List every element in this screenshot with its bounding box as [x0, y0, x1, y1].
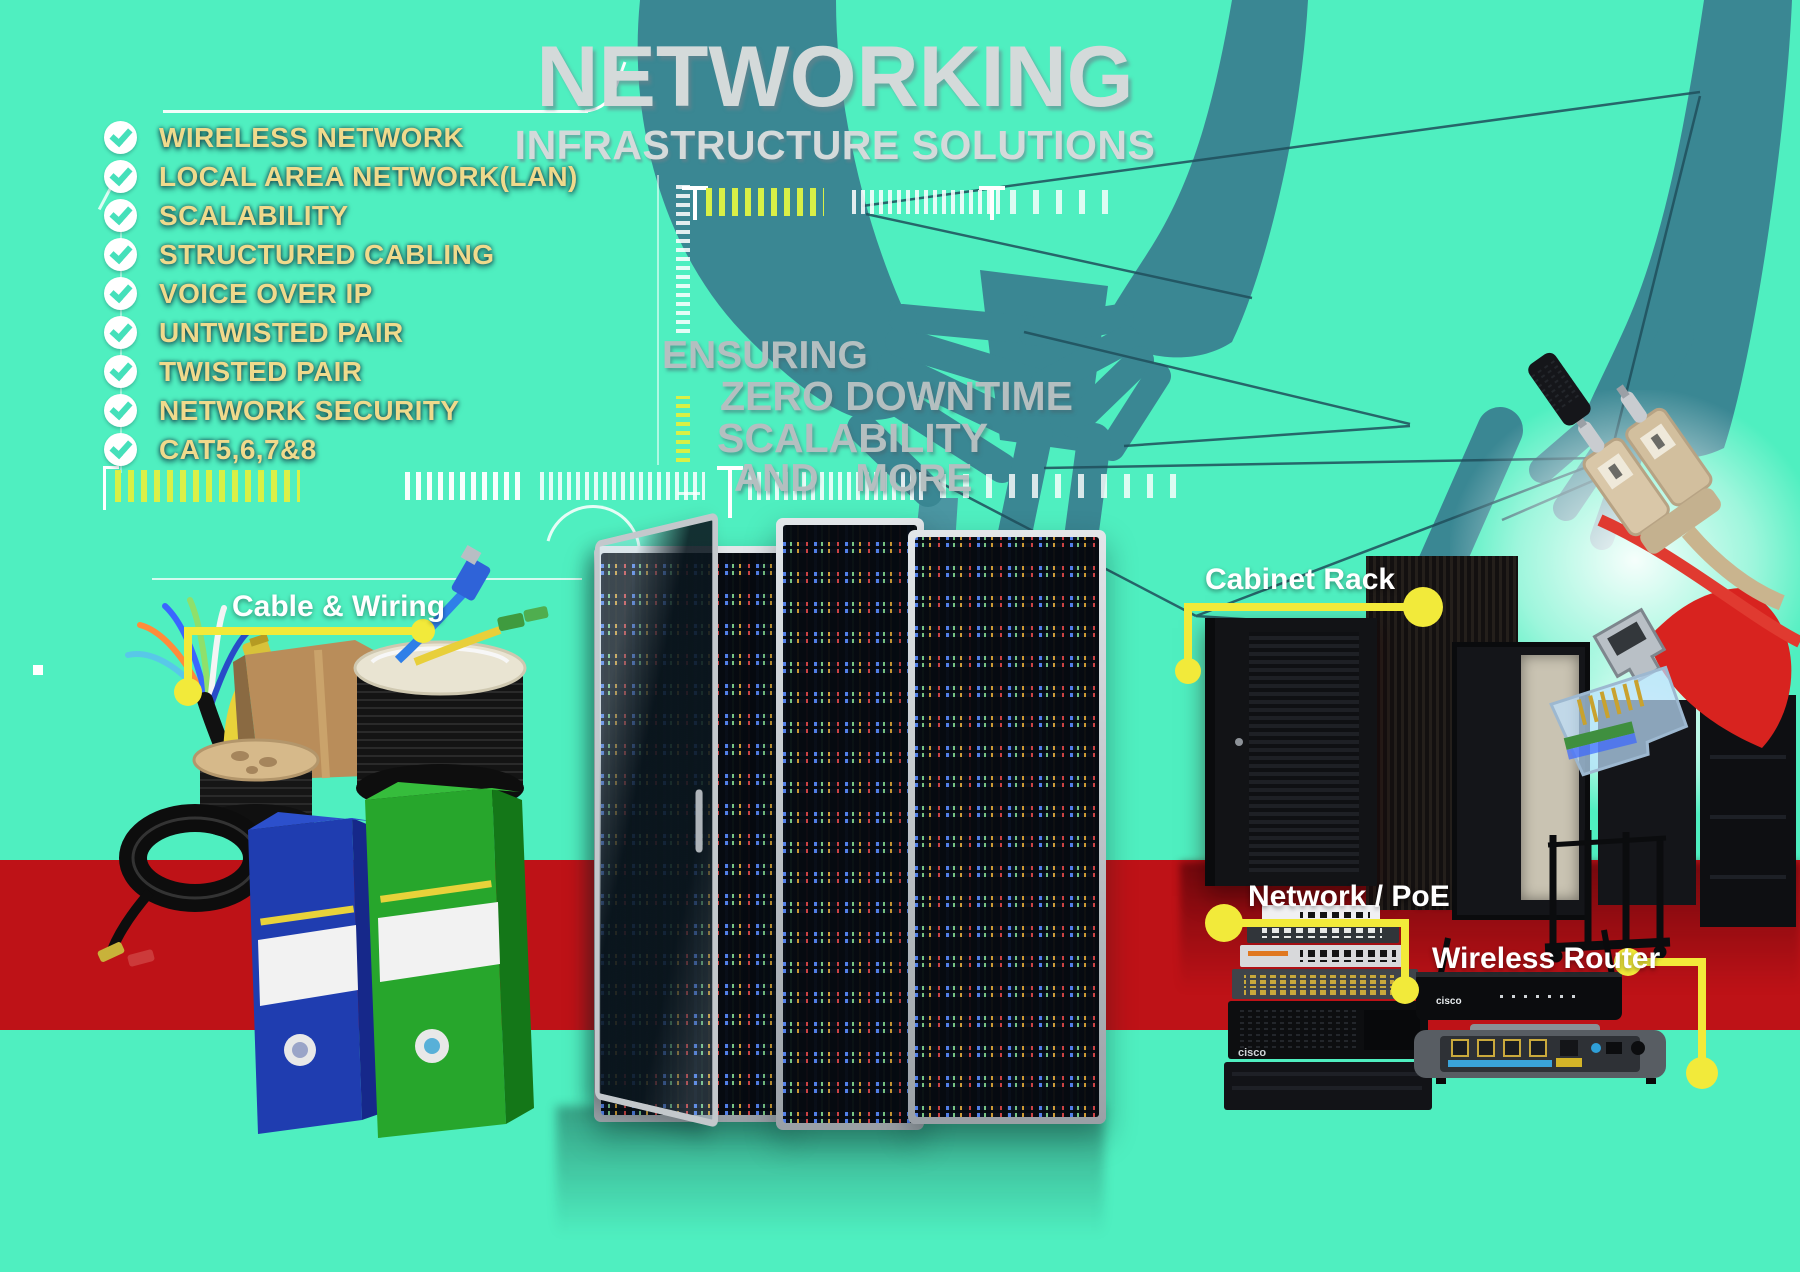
metal-rj45-plug: [1592, 607, 1667, 684]
feature-label: VOICE OVER IP: [159, 277, 373, 309]
black-boot-connector: [1528, 352, 1591, 426]
feature-label: WIRELESS NETWORK: [159, 121, 465, 153]
tagline-line: AND MORE: [734, 457, 973, 501]
server-rack-middle: [776, 518, 924, 1130]
feature-item: VOICE OVER IP: [104, 274, 578, 313]
feature-label: SCALABILITY: [159, 199, 349, 231]
feature-label: UNTWISTED PAIR: [159, 316, 404, 348]
check-icon: [104, 121, 137, 154]
cable-wiring-products: [97, 544, 549, 1138]
feature-item: UNTWISTED PAIR: [104, 313, 578, 352]
wireless-router-front: cisco: [1416, 929, 1622, 1020]
label-cabinet-rack: Cabinet Rack: [1205, 563, 1396, 596]
feature-label: STRUCTURED CABLING: [159, 238, 495, 270]
feature-label: CAT5,6,7&8: [159, 433, 317, 465]
feature-label: NETWORK SECURITY: [159, 394, 460, 426]
cabinet-rack-open: [1452, 642, 1590, 920]
page-subtitle: INFRASTRUCTURE SOLUTIONS: [514, 122, 1156, 168]
server-rack-right: [908, 530, 1106, 1124]
feature-label: LOCAL AREA NETWORK(LAN): [159, 160, 578, 192]
page-title: NETWORKING: [536, 29, 1134, 125]
barcode-white-top-2: [1010, 190, 1115, 214]
check-icon: [104, 355, 137, 388]
led-panel: [915, 537, 1099, 1117]
red-cable: [1597, 514, 1800, 648]
tagline-block: ENSURING ZERO DOWNTIME SCALABILITY AND M…: [662, 336, 1073, 499]
crystal-rj45-connector: [1549, 665, 1689, 777]
feature-item: SCALABILITY: [104, 196, 578, 235]
mesh-door: [1249, 632, 1359, 872]
corner-mark: [103, 466, 119, 510]
label-cable-wiring: Cable & Wiring: [232, 590, 446, 623]
brand-text: cisco: [1238, 1047, 1266, 1059]
feature-item: CAT5,6,7&8: [104, 430, 578, 469]
top-rule-line: [163, 110, 588, 113]
feature-item: WIRELESS NETWORK: [104, 118, 578, 157]
barcode-white-bottom-1: [405, 472, 525, 500]
label-wireless-router: Wireless Router: [1432, 942, 1661, 975]
tagline-guide-line: [657, 175, 659, 465]
ruler-mark-large: [717, 466, 743, 518]
barcode-white-bottom-4: [940, 474, 1190, 498]
wireless-router-rear: [1414, 1024, 1666, 1084]
tagline-line: ZERO DOWNTIME: [720, 372, 1074, 419]
barcode-white-bottom-3: [748, 472, 928, 500]
barcode-green-top: [706, 188, 824, 216]
tagline-line: ENSURING: [662, 334, 868, 377]
check-icon: [104, 277, 137, 310]
left-guide-line: [120, 228, 122, 473]
barcode-white-bottom-2: [540, 472, 705, 500]
open-frame-rack: [1544, 830, 1671, 963]
feature-item: NETWORK SECURITY: [104, 391, 578, 430]
lan-ports: [1451, 1039, 1547, 1057]
barcode-green-bottom: [115, 470, 300, 502]
top-rule-curve: [585, 61, 627, 113]
label-network-poe: Network / PoE: [1248, 880, 1450, 913]
check-icon: [104, 238, 137, 271]
vertical-dashes-white: [676, 185, 690, 333]
feature-list: WIRELESS NETWORK LOCAL AREA NETWORK(LAN)…: [104, 118, 578, 469]
headline: NETWORKING INFRASTRUCTURE SOLUTIONS: [505, 34, 1165, 169]
sc-duplex-connector: [1573, 384, 1785, 611]
fiber-optic-connectors: [1528, 352, 1800, 777]
ruler-mark: [979, 186, 1005, 220]
large-cable-spool: [353, 544, 549, 812]
check-icon: [104, 433, 137, 466]
feature-item: TWISTED PAIR: [104, 352, 578, 391]
ruler-mark: [682, 186, 708, 220]
check-icon: [104, 199, 137, 232]
feature-item: STRUCTURED CABLING: [104, 235, 578, 274]
feature-label: TWISTED PAIR: [159, 355, 363, 387]
vertical-dashes-green: [676, 396, 690, 462]
red-flare: [1648, 588, 1792, 748]
check-icon: [104, 394, 137, 427]
barcode-white-top-1: [852, 190, 1002, 214]
barcode-underline: [152, 578, 582, 580]
cisco-2u-router: cisco: [1228, 1001, 1428, 1059]
coiled-cable: [97, 804, 271, 967]
tagline-line: SCALABILITY: [717, 414, 989, 461]
brand-text: cisco: [1436, 996, 1462, 1007]
cat6-box-green: [365, 782, 534, 1138]
network-switch-stack: cisco: [1224, 905, 1432, 1110]
check-icon: [104, 160, 137, 193]
check-icon: [104, 316, 137, 349]
led-panel: [783, 525, 917, 1123]
feature-item: LOCAL AREA NETWORK(LAN): [104, 157, 578, 196]
white-square-dot: [33, 665, 43, 675]
